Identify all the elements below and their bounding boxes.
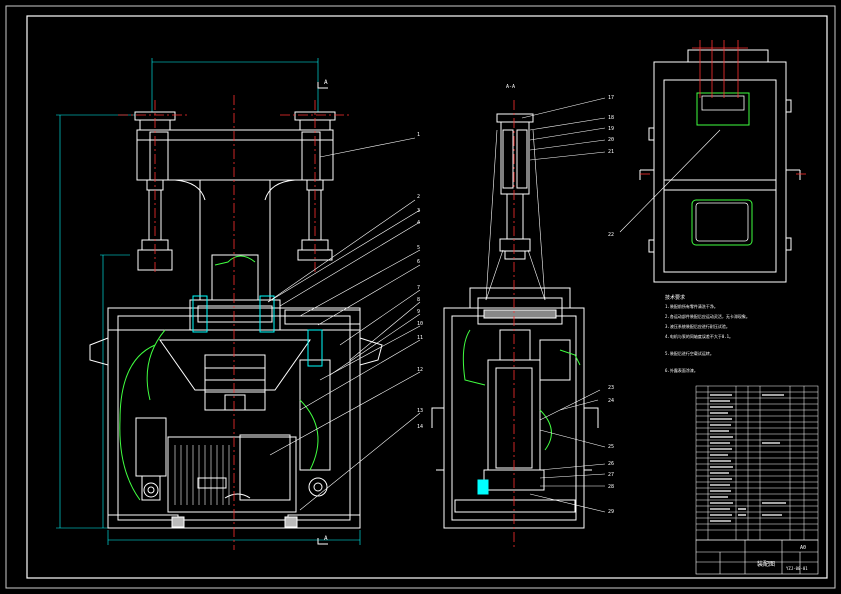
svg-text:13: 13 [417, 408, 423, 414]
section-mark-top: A [324, 79, 328, 86]
svg-text:1: 1 [417, 132, 420, 138]
front-leaders [267, 137, 421, 511]
svg-text:23: 23 [608, 385, 614, 391]
right-centerlines [640, 40, 806, 175]
sheet-code: A0 [800, 545, 806, 551]
side-callout-labels: 17 18 19 20 21 23 24 25 26 27 28 29 [608, 95, 614, 515]
svg-text:5: 5 [417, 245, 420, 251]
svg-text:10: 10 [417, 321, 423, 327]
svg-text:9: 9 [417, 309, 420, 315]
right-leader [619, 129, 721, 233]
drawing-number: YZJ-00-01 [786, 566, 808, 571]
svg-text:28: 28 [608, 484, 614, 490]
front-callout-labels: 1 2 3 4 5 6 7 8 9 10 11 12 13 14 [417, 132, 423, 430]
svg-text:3: 3 [417, 208, 420, 214]
svg-text:25: 25 [608, 444, 614, 450]
title-block [695, 539, 819, 575]
svg-text:12: 12 [417, 367, 423, 373]
tech-line-3: 3.液压系统装配后应进行耐压试验。 [665, 323, 730, 329]
svg-text:19: 19 [608, 126, 614, 132]
lower-plate [691, 199, 753, 246]
svg-text:2: 2 [417, 194, 420, 200]
hydraulic-lines-front [119, 255, 323, 501]
right-view [639, 49, 801, 283]
tech-line-4: 4.电机与泵的同轴度误差不大于0.1。 [665, 333, 733, 339]
tech-requirements: 技术要求 1.装配前所有零件清洗干净。 2.各运动部件装配后应运动灵活，无卡滞现… [665, 294, 750, 373]
lower-plate-inner [695, 202, 749, 242]
svg-text:17: 17 [608, 95, 614, 101]
tech-line-2: 2.各运动部件装配后应运动灵活，无卡滞现象。 [665, 313, 750, 319]
section-label: A-A [506, 84, 515, 90]
svg-text:21: 21 [608, 149, 614, 155]
svg-text:6: 6 [417, 259, 420, 265]
hydraulic-lines-side [462, 329, 581, 451]
svg-text:11: 11 [417, 335, 423, 341]
side-view [431, 113, 599, 529]
side-leaders [521, 97, 606, 513]
svg-text:14: 14 [417, 424, 423, 430]
parts-list [695, 385, 819, 541]
svg-text:7: 7 [417, 285, 420, 291]
projection-lines [485, 129, 546, 301]
upper-plate-inner [701, 95, 745, 111]
svg-text:24: 24 [608, 398, 614, 404]
svg-text:20: 20 [608, 137, 614, 143]
section-mark-bottom: A [324, 535, 328, 542]
centerlines-front [118, 95, 350, 550]
upper-plate [696, 92, 750, 126]
svg-text:26: 26 [608, 461, 614, 467]
section-marks [317, 82, 328, 545]
right-callout-label: 22 [608, 232, 614, 238]
svg-text:18: 18 [608, 115, 614, 121]
outer-frame [5, 5, 836, 589]
tech-line-5: 5.装配后进行空载试运转。 [665, 350, 714, 356]
tech-title: 技术要求 [665, 294, 685, 301]
svg-text:27: 27 [608, 472, 614, 478]
svg-text:8: 8 [417, 297, 420, 303]
title-cell: 装配图 [757, 560, 775, 568]
svg-text:29: 29 [608, 509, 614, 515]
svg-text:4: 4 [417, 220, 420, 226]
tech-line-6: 6.外露表面涂漆。 [665, 367, 698, 373]
inner-frame [26, 15, 828, 579]
tech-line-1: 1.装配前所有零件清洗干净。 [665, 303, 718, 309]
parts-list-fill [710, 394, 786, 522]
